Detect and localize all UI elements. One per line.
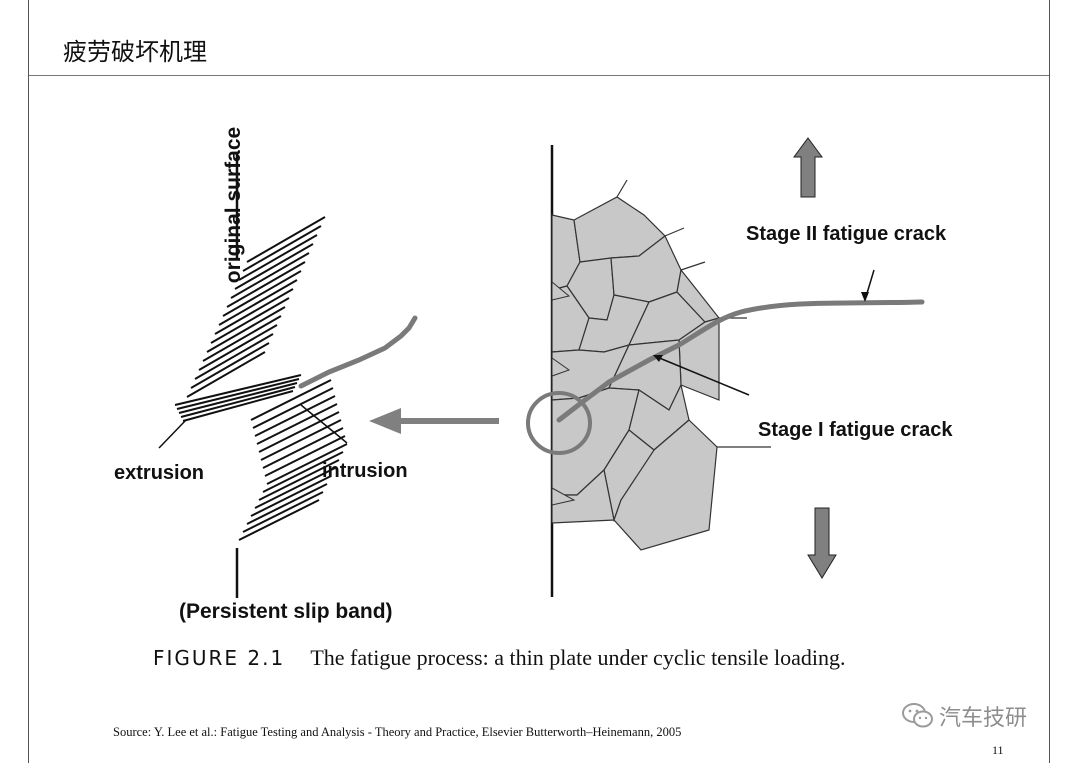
slip-line [230, 252, 310, 299]
grain-structure [526, 137, 925, 597]
slip-line [190, 342, 270, 389]
slip-line [242, 225, 322, 272]
slip-line [210, 297, 290, 344]
slip-line [194, 333, 274, 380]
stage1-label: Stage I fatigue crack [758, 419, 953, 441]
figure-caption: FIGURE 2.1 The fatigue process: a thin p… [153, 645, 846, 671]
slip-line [238, 234, 318, 281]
slip-line [258, 411, 340, 453]
slip-line [246, 216, 326, 263]
intrusion-label: intrusion [322, 460, 408, 482]
slide: 疲劳破坏机理 [28, 0, 1050, 763]
source-citation: Source: Y. Lee et al.: Fatigue Testing a… [113, 725, 682, 739]
slip-line [266, 443, 348, 485]
slip-line [264, 435, 346, 477]
slide-title: 疲劳破坏机理 [63, 38, 207, 66]
extrusion-pointer [158, 419, 187, 449]
figure-number: FIGURE 2.1 [153, 646, 286, 670]
slip-line [250, 379, 332, 421]
slip-line [186, 351, 266, 398]
page-number: 11 [992, 743, 1004, 757]
slip-line [254, 467, 336, 509]
slip-line [226, 261, 306, 308]
grain [551, 468, 615, 524]
slip-line [176, 378, 300, 410]
tension-arrow-down [807, 507, 837, 579]
crack-initiation-circle [526, 391, 592, 455]
stage2-label: Stage II fatigue crack [746, 223, 947, 245]
slip-line [218, 279, 298, 326]
slip-line [252, 387, 334, 429]
slip-line [254, 395, 336, 437]
slip-line [262, 451, 344, 493]
caption-text: The fatigue process: a thin plate under … [310, 645, 846, 670]
surface-notch [551, 280, 571, 301]
stage1-crack-left [298, 315, 418, 389]
slip-line [262, 427, 344, 469]
slip-line [214, 288, 294, 335]
stage1-pointer [656, 356, 750, 396]
grain [676, 268, 721, 323]
watermark: 汽车技研 [901, 700, 1027, 732]
watermark-text: 汽车技研 [939, 706, 1028, 731]
slip-line [238, 499, 320, 541]
slip-line [206, 306, 286, 353]
slip-line [234, 243, 314, 290]
persistent-slip-band-label: (Persistent slip band) [179, 600, 393, 623]
tension-arrow-up [793, 137, 823, 198]
slip-line [182, 390, 294, 422]
slip-line [174, 374, 302, 406]
fatigue-figure [158, 137, 925, 598]
original-surface-label: original surface [222, 126, 245, 284]
title-divider [29, 75, 1049, 76]
slip-line [256, 403, 338, 445]
extrusion-label: extrusion [114, 462, 205, 484]
slip-lines [174, 216, 348, 541]
slip-band-diagram [158, 153, 418, 598]
wechat-icon [902, 703, 933, 728]
intrusion-pointer [300, 404, 348, 444]
slip-line [246, 483, 328, 525]
slip-line [222, 270, 302, 317]
slip-line [242, 491, 324, 533]
slip-line [250, 475, 332, 517]
magnify-arrow [369, 408, 499, 434]
stage2-crack [676, 299, 925, 348]
surface-notch [551, 487, 576, 506]
slip-line [178, 382, 298, 414]
slip-line [198, 324, 278, 371]
slip-line [202, 315, 282, 362]
surface-notch [551, 357, 571, 377]
slip-line [180, 386, 296, 418]
grain [613, 419, 718, 551]
slip-line [258, 459, 340, 501]
